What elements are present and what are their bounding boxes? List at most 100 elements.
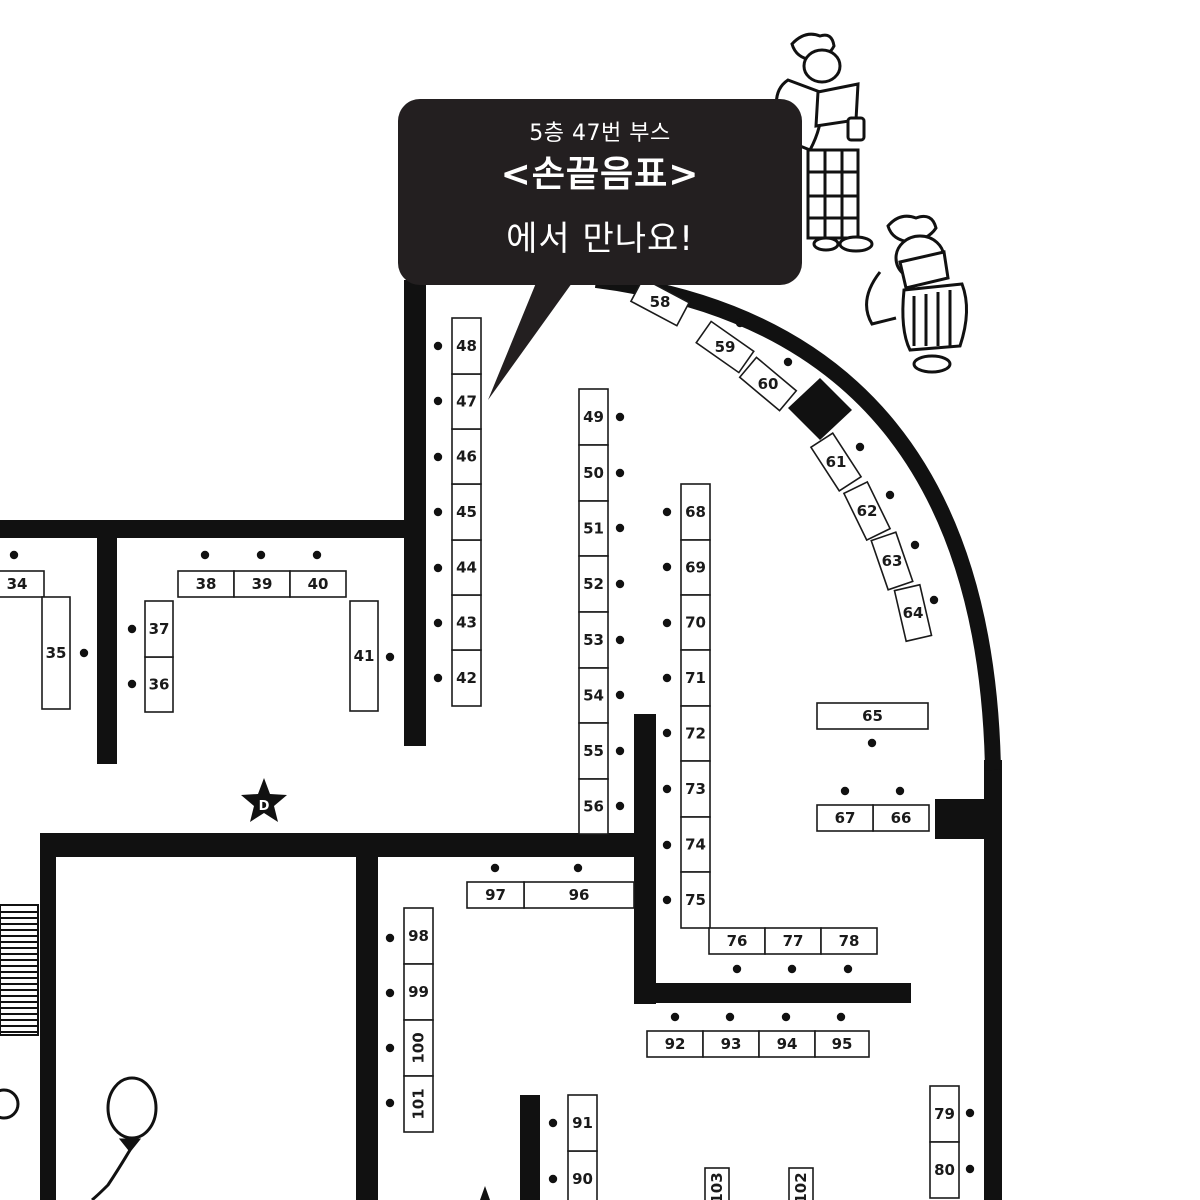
booth-outline [809,432,863,492]
booth-outline [567,1150,598,1200]
booth-number: 69 [685,559,706,577]
booth-dot [615,468,625,478]
booth-dot [885,490,895,500]
booth-dot [312,550,322,560]
booth-number: 72 [685,725,706,743]
booth-number: 63 [882,552,903,570]
booth-outline [41,596,71,710]
speech-bubble: 5층 47번 부스 <손끝음표> 에서 만나요! [398,99,802,285]
booth-number: 64 [903,604,924,622]
booth-outline [929,1141,960,1199]
booth-dot [615,690,625,700]
booth-dot [836,1012,846,1022]
booth-number: 47 [456,393,477,411]
booth-97: 97 [466,881,525,909]
booth-outline [451,539,482,596]
booth-44: 44 [451,539,482,596]
booth-number: 75 [685,891,706,909]
booth-number: 73 [685,780,706,798]
booth-dot [256,550,266,560]
booth-number: 78 [839,932,860,950]
booth-number: 34 [7,575,28,593]
booth-dot [895,786,905,796]
booth-number: 51 [583,520,604,538]
booth-dot [662,507,672,517]
booth-number: 79 [934,1105,955,1123]
wall-curved [594,272,1001,771]
booth-dot [200,550,210,560]
booth-68: 68 [680,483,711,541]
booth-outline [578,778,609,835]
booth-outline [451,594,482,651]
booth-90: 90 [567,1150,598,1200]
booth-number: 65 [862,707,883,725]
booth-number: 55 [583,742,604,760]
booth-92: 92 [646,1030,704,1058]
circle-decoration [0,1088,20,1120]
booth-number: 46 [456,448,477,466]
booth-103: 103 [704,1167,730,1200]
booth-70: 70 [680,594,711,651]
booth-65: 65 [816,702,929,730]
booth-61: 61 [809,432,863,492]
booth-number: 37 [149,620,170,638]
booth-58: 58 [629,277,691,327]
booth-dot [548,1174,558,1184]
booth-outline [704,1167,730,1200]
booth-outline [177,570,235,598]
booth-outline [695,320,755,374]
cartoon-person-reading-icon [774,32,874,253]
booth-41: 41 [349,600,379,712]
star-icon-partial [480,1186,490,1200]
booth-72: 72 [680,705,711,762]
bubble-message: 에서 만나요! [506,219,694,259]
booth-dot [573,863,583,873]
booth-dot [965,1164,975,1174]
booth-dot [615,523,625,533]
marker-label: D [259,799,270,814]
booth-46: 46 [451,428,482,485]
staircase-icon [0,904,39,1036]
booth-number: 99 [408,983,429,1001]
booth-number: 40 [308,575,329,593]
booth-51: 51 [578,500,609,557]
booth-number: 39 [252,575,273,593]
booth-dot [433,396,443,406]
booth-outline [814,1030,870,1058]
booth-number: 74 [685,836,706,854]
booth-outline [929,1085,960,1143]
booth-number: 71 [685,669,706,687]
booth-dot [385,1043,395,1053]
booth-number: 92 [665,1035,686,1053]
wall-corridor-left [404,280,426,746]
booth-number: 36 [149,676,170,694]
booth-number: 50 [583,464,604,482]
booth-number: 70 [685,614,706,632]
booth-number: 58 [650,293,671,311]
booth-47: 47 [451,373,482,430]
booth-dot [385,933,395,943]
booth-59: 59 [695,320,755,374]
booth-number: 62 [857,502,878,520]
booth-dot [433,563,443,573]
booth-outline [578,667,609,724]
booth-75: 75 [680,871,711,929]
booth-number: 67 [835,809,856,827]
booth-number: 45 [456,503,477,521]
booth-48: 48 [451,317,482,375]
booth-outline [764,927,822,955]
booth-number: 97 [485,886,506,904]
booth-number: 103 [708,1172,726,1200]
booth-dot [385,988,395,998]
booth-outline [629,277,691,327]
booth-number: 76 [727,932,748,950]
booth-36: 36 [144,656,174,713]
balloon-icon [91,1076,158,1200]
wall-upper-horizontal [0,520,418,538]
booth-number: 54 [583,687,604,705]
booth-dot [965,1108,975,1118]
booth-37: 37 [144,600,174,658]
booth-dot [615,635,625,645]
